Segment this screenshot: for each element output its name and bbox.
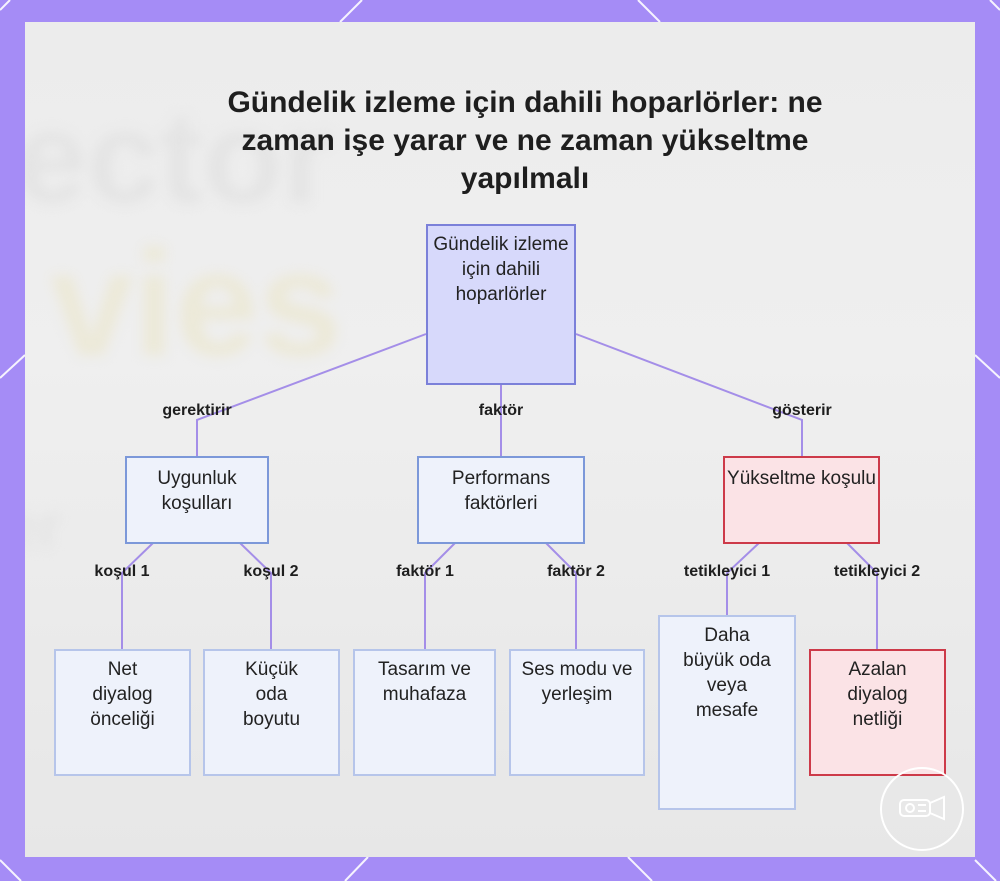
node-buyuk-oda: Daha büyük oda veya mesafe bbox=[658, 615, 796, 810]
edge-label-tetikleyici-1: tetikleyici 1 bbox=[683, 563, 771, 580]
content-panel: ector vies er Gündelik izleme için dahil… bbox=[25, 22, 975, 857]
edge-label-faktor: faktör bbox=[478, 402, 524, 419]
edge-label-gerektirir: gerektirir bbox=[162, 402, 232, 419]
node-net-diyalog: Net diyalog önceliği bbox=[54, 649, 191, 776]
background-word: vies bbox=[50, 219, 342, 387]
node-tasarim: Tasarım ve muhafaza bbox=[353, 649, 496, 776]
node-performans: Performans faktörleri bbox=[417, 456, 585, 544]
edge-label-kosul-1: koşul 1 bbox=[94, 563, 150, 580]
edge-label-gosterir: gösterir bbox=[772, 402, 832, 419]
edge-label-faktor-1: faktör 1 bbox=[396, 563, 454, 580]
connector-lines bbox=[121, 333, 878, 649]
edge-label-kosul-2: koşul 2 bbox=[243, 563, 299, 580]
node-ses-modu: Ses modu ve yerleşim bbox=[509, 649, 645, 776]
background-word: er bbox=[25, 493, 62, 560]
node-yukseltme: Yükseltme koşulu bbox=[723, 456, 880, 544]
node-uygunluk: Uygunluk koşulları bbox=[125, 456, 269, 544]
node-kucuk-oda: Küçük oda boyutu bbox=[203, 649, 340, 776]
background-word: ector bbox=[25, 84, 333, 230]
projector-icon-glyph bbox=[899, 795, 945, 821]
diagram-title: Gündelik izleme için dahili hoparlörler:… bbox=[227, 86, 823, 195]
node-root: Gündelik izleme için dahili hoparlörler bbox=[426, 224, 576, 385]
node-azalan: Azalan diyalog netliği bbox=[809, 649, 946, 776]
projector-icon bbox=[880, 767, 964, 851]
edge-label-faktor-2: faktör 2 bbox=[547, 563, 605, 580]
edge-label-tetikleyici-2: tetikleyici 2 bbox=[833, 563, 921, 580]
